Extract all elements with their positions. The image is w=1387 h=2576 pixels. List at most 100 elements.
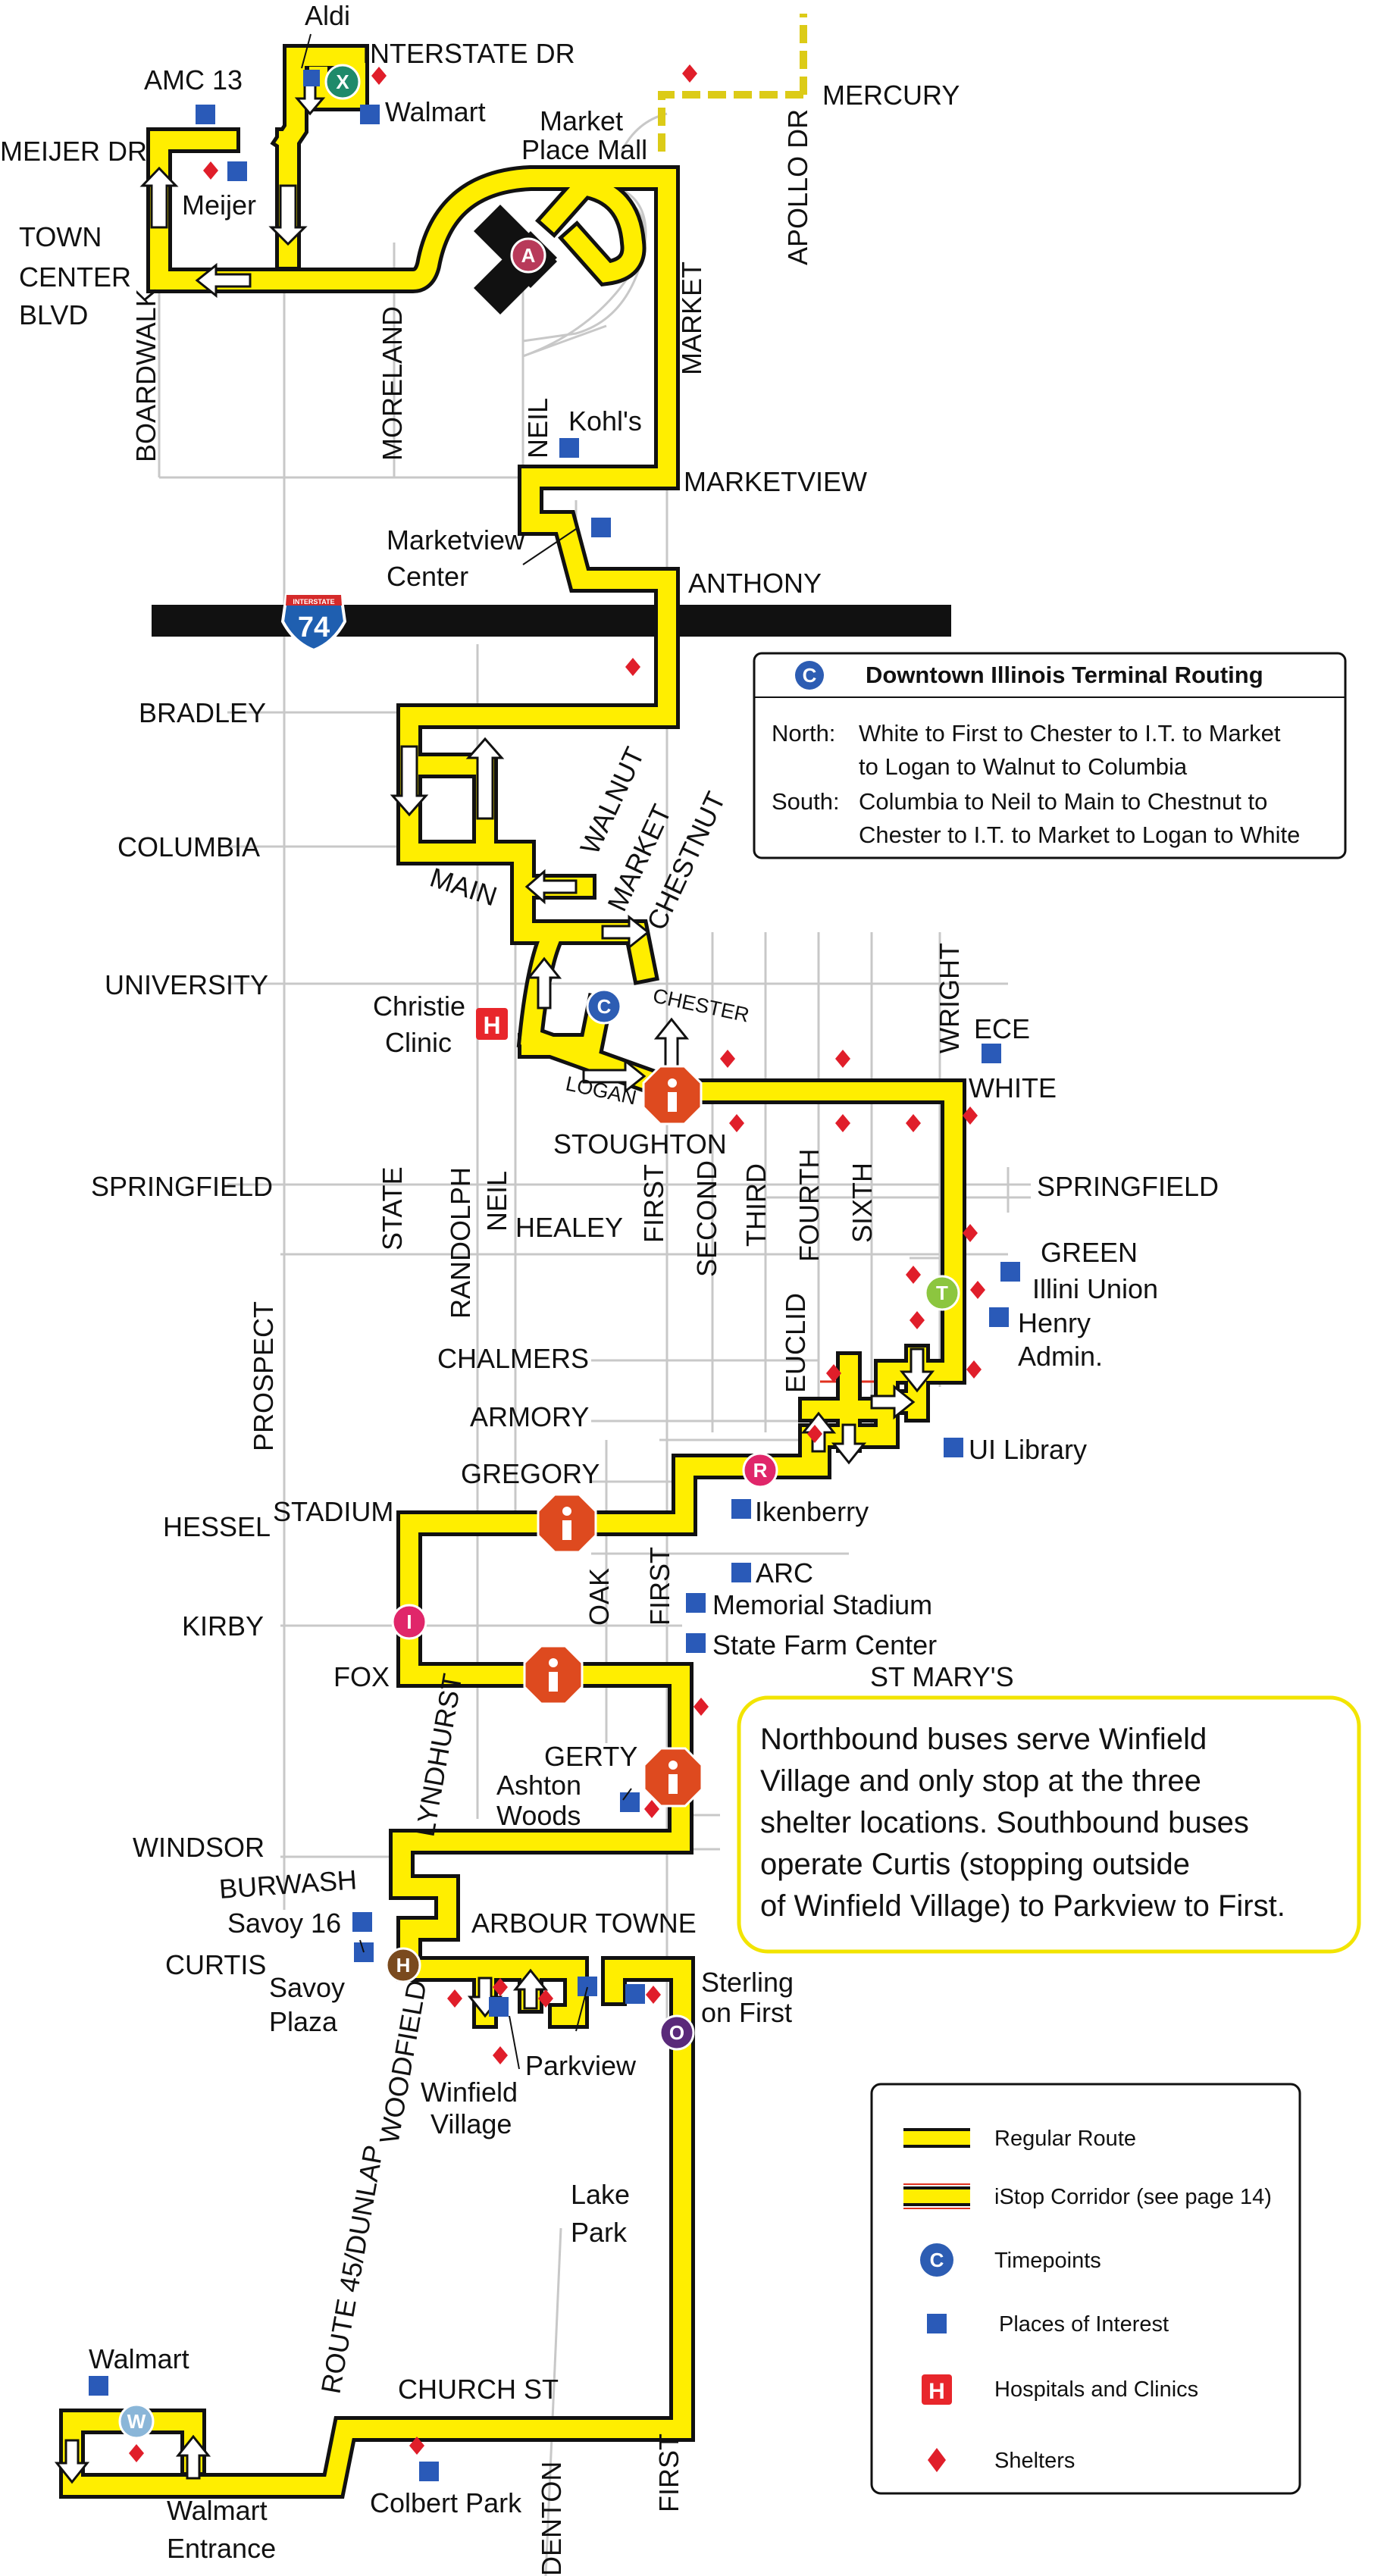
- label-third: THIRD: [740, 1163, 772, 1247]
- shelter-icon: [963, 1106, 978, 1125]
- arrow-campus-down: [831, 1423, 867, 1465]
- place-icon: [196, 105, 215, 124]
- label-anthony: ANTHONY: [688, 568, 822, 599]
- label-sterling-1: Sterling: [701, 1967, 794, 1998]
- timepoint-O: O: [659, 2014, 695, 2051]
- label-state-farm: State Farm Center: [712, 1629, 937, 1660]
- label-kirby: KIRBY: [182, 1610, 264, 1642]
- legend-timepoints: Timepoints: [994, 2249, 1101, 2273]
- label-gregory: GREGORY: [461, 1458, 600, 1489]
- label-green: GREEN: [1041, 1237, 1138, 1268]
- label-apollo: APOLLO DR: [782, 109, 813, 265]
- label-lyndhurst: LYNDHURST: [409, 1671, 468, 1839]
- shelter-icon: [644, 1800, 659, 1818]
- label-moreland: MORELAND: [377, 306, 408, 461]
- label-fourth: FOURTH: [794, 1149, 825, 1262]
- arrow-logan-right: [582, 1058, 647, 1094]
- label-second: SECOND: [691, 1160, 722, 1277]
- label-christie-1: Christie: [373, 991, 465, 1022]
- label-oak: OAK: [584, 1568, 615, 1626]
- label-university: UNIVERSITY: [105, 969, 268, 1000]
- label-savoy16: Savoy 16: [227, 1908, 341, 1939]
- label-ashton-2: Woods: [496, 1800, 581, 1831]
- label-arc: ARC: [756, 1557, 813, 1588]
- label-winfield-2: Village: [431, 2108, 512, 2139]
- place-icon: [620, 1792, 640, 1812]
- label-first-s: FIRST: [653, 2434, 684, 2512]
- arrow-winfield-up: [512, 1968, 549, 2010]
- leader-lines: [301, 33, 632, 2070]
- box-south-line1: Columbia to Neil to Main to Chestnut to: [859, 788, 1267, 815]
- hospital-icon: [476, 1008, 508, 1040]
- arrow-walmart-up: [175, 2434, 211, 2480]
- label-sterling-2: on First: [701, 1997, 792, 2028]
- arrow-walmart-down: [54, 2439, 90, 2484]
- box-timepoint-letter: C: [803, 664, 817, 687]
- label-town-2: CENTER: [19, 261, 131, 293]
- label-white: WHITE: [969, 1072, 1057, 1103]
- shelter-icon: [493, 1978, 508, 1996]
- legend-istop-corridor: iStop Corridor (see page 14): [994, 2185, 1272, 2209]
- svg-text:A: A: [521, 244, 536, 267]
- shelter-icon: [906, 1114, 921, 1132]
- label-healey: HEALEY: [515, 1212, 623, 1243]
- place-icon: [89, 2376, 108, 2396]
- svg-text:H: H: [396, 1954, 411, 1977]
- label-woodfield: WOODFIELD: [374, 1978, 433, 2146]
- box-north-line1: White to First to Chester to I.T. to Mar…: [859, 720, 1281, 747]
- label-meijer-dr: MEIJER DR: [0, 136, 147, 167]
- label-lake-park-1: Lake: [571, 2179, 630, 2210]
- label-armory: ARMORY: [470, 1401, 589, 1432]
- legend-places: Places of Interest: [999, 2312, 1169, 2337]
- place-icon: [686, 1633, 706, 1653]
- label-columbia: COLUMBIA: [117, 831, 260, 862]
- place-icon: [578, 1977, 597, 1996]
- shelter-icon: [493, 2046, 508, 2064]
- place-icon: [989, 1307, 1009, 1327]
- label-mvc-1: Marketview: [387, 524, 525, 556]
- box-north-label: North:: [772, 720, 835, 747]
- label-neil-s: NEIL: [481, 1171, 512, 1232]
- label-fox: FOX: [333, 1661, 390, 1692]
- direction-arrows: [54, 74, 935, 2484]
- label-walmart-s: Walmart: [89, 2343, 189, 2374]
- shelter-icon: [129, 2444, 144, 2462]
- place-icon: [1000, 1262, 1020, 1282]
- regular-route: [59, 44, 966, 2499]
- note-line-3: shelter locations. Southbound buses: [760, 1806, 1249, 1839]
- interstate-74: INTERSTATE 74: [152, 593, 951, 653]
- istop-stations: [523, 1065, 703, 1808]
- arrow-campus-right: [870, 1384, 916, 1420]
- label-main: MAIN: [427, 862, 501, 912]
- legend: Regular Route iStop Corridor (see page 1…: [870, 2083, 1301, 2495]
- place-icon: [559, 438, 579, 458]
- shelter-icon: [371, 67, 387, 85]
- legend-shelters: Shelters: [994, 2449, 1075, 2473]
- label-savoy-plaza-2: Plaza: [269, 2006, 338, 2037]
- interstate-shield-label: INTERSTATE: [293, 598, 334, 606]
- timepoint-A: A: [510, 237, 546, 274]
- shelter-icon: [835, 1114, 850, 1132]
- label-chalmers: CHALMERS: [437, 1343, 589, 1374]
- shelter-icon: [409, 2437, 424, 2455]
- place-icon: [352, 1912, 372, 1932]
- box-south-line2: Chester to I.T. to Market to Logan to Wh…: [859, 822, 1300, 848]
- label-sixth: SIXTH: [847, 1163, 878, 1243]
- label-state: STATE: [377, 1166, 408, 1250]
- christie-clinic-hospital: H: [476, 1008, 508, 1040]
- label-town-1: TOWN: [19, 221, 102, 252]
- label-ui-library: UI Library: [969, 1434, 1087, 1465]
- legend-place-icon: [927, 2314, 947, 2333]
- svg-text:I: I: [406, 1610, 412, 1633]
- label-randolph: RANDOLPH: [445, 1167, 476, 1319]
- arrow-meijer-down: [268, 184, 308, 246]
- shelter-icon: [720, 1050, 735, 1068]
- label-bradley: BRADLEY: [139, 697, 266, 728]
- label-gerty: GERTY: [544, 1741, 637, 1772]
- label-church-st: CHURCH ST: [398, 2374, 559, 2405]
- shelter-icon: [538, 1989, 553, 2008]
- shelter-icon: [694, 1698, 709, 1716]
- label-ikenberry: Ikenberry: [755, 1496, 869, 1527]
- shelter-icon: [447, 1989, 462, 2008]
